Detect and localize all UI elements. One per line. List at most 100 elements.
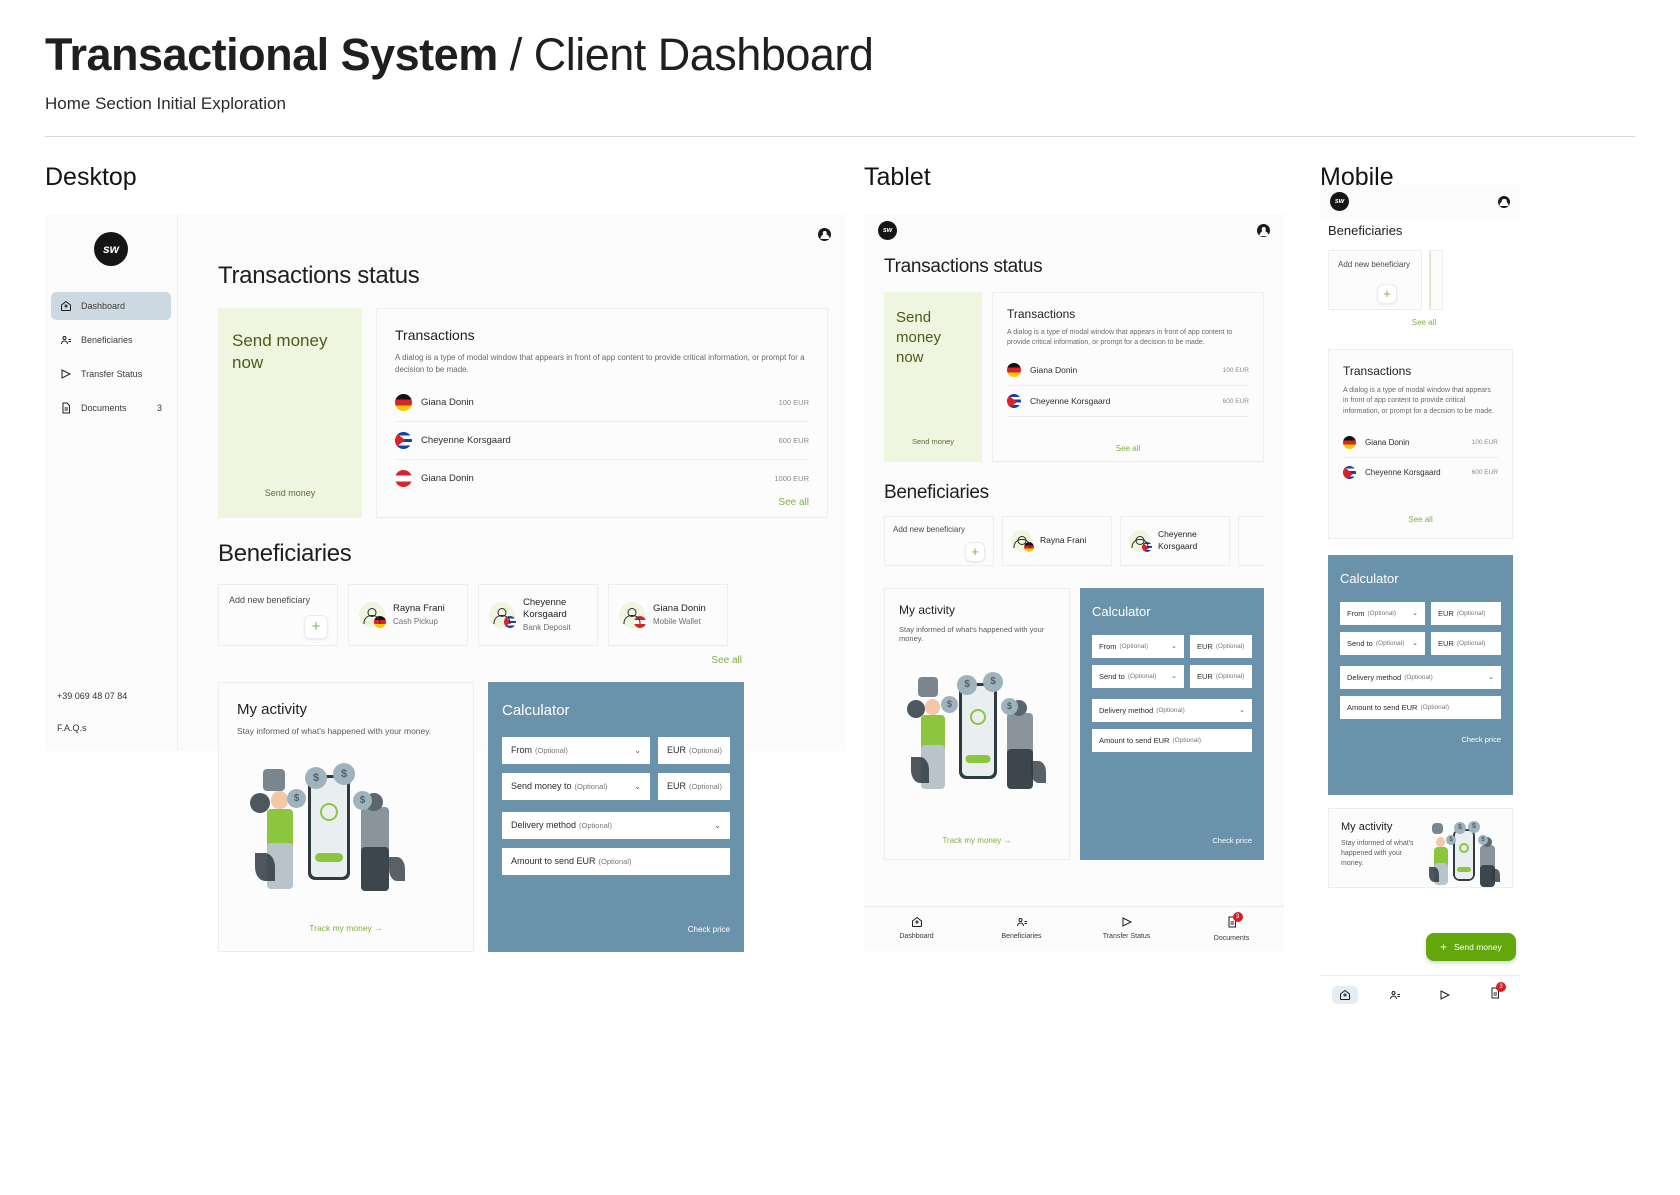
- send-to-currency-field[interactable]: EUR (Optional): [1431, 631, 1501, 655]
- sidebar-faqs[interactable]: F.A.Q.s: [57, 722, 87, 733]
- transaction-row[interactable]: Cheyenne Korsgaard 600 EUR: [395, 422, 809, 461]
- send-money-promo-card[interactable]: Send money now Send money: [884, 291, 982, 462]
- amount-to-send-input[interactable]: Amount to send EUR (Optional): [1092, 728, 1252, 752]
- add-beneficiary-card[interactable]: Add new beneficiary +: [1328, 249, 1422, 310]
- add-beneficiary-card[interactable]: Add new beneficiary +: [884, 515, 994, 566]
- transactions-see-all-link[interactable]: See all: [1408, 514, 1433, 524]
- send-icon: [61, 368, 72, 379]
- track-my-money-link[interactable]: Track my money →: [885, 836, 1069, 845]
- amount-to-send-input[interactable]: Amount to send EUR (Optional): [502, 847, 730, 875]
- send-to-currency-field[interactable]: EUR (Optional): [1190, 664, 1252, 688]
- chevron-down-icon: ⌄: [1488, 674, 1494, 681]
- send-to-label: Send to: [1099, 671, 1125, 681]
- home-icon: [1340, 989, 1350, 1000]
- beneficiaries-see-all-link[interactable]: See all: [711, 654, 742, 666]
- send-money-fab[interactable]: + Send money: [1426, 932, 1516, 961]
- from-select[interactable]: From (Optional) ⌄: [1340, 601, 1425, 625]
- account-icon[interactable]: [1498, 195, 1510, 208]
- document-icon: [62, 402, 70, 413]
- optional-hint: (Optional): [1172, 736, 1201, 744]
- mobile-topbar: sw: [1320, 184, 1520, 219]
- promo-cta[interactable]: Send money: [911, 436, 955, 446]
- sidebar-item-documents[interactable]: Documents 3: [51, 394, 171, 422]
- add-beneficiary-button[interactable]: +: [1377, 283, 1397, 304]
- send-to-currency-field[interactable]: EUR (Optional): [658, 772, 730, 800]
- delivery-method-select[interactable]: Delivery method (Optional) ⌄: [1340, 665, 1501, 689]
- transaction-row[interactable]: Cheyenne Korsgaard 600 EUR: [1007, 386, 1249, 418]
- sidebar-logo[interactable]: sw: [45, 214, 177, 266]
- check-price-button[interactable]: Check price: [687, 924, 730, 934]
- avatar: [619, 601, 646, 628]
- transaction-row[interactable]: Giana Donin 100 EUR: [395, 384, 809, 423]
- beneficiary-card[interactable]: Cheyenne Korsgaard: [1120, 515, 1230, 566]
- promo-cta[interactable]: Send money: [264, 487, 316, 498]
- nav-item-dashboard[interactable]: Dashboard: [864, 907, 969, 951]
- send-money-to-select[interactable]: Send to (Optional) ⌄: [1092, 664, 1184, 688]
- delivery-method-select[interactable]: Delivery method (Optional) ⌄: [502, 811, 730, 839]
- nav-item-documents[interactable]: 3: [1470, 976, 1520, 1014]
- beneficiary-card[interactable]: Rayna Frani Cash Pickup: [348, 583, 468, 646]
- check-price-button[interactable]: Check price: [1212, 835, 1252, 845]
- brand-logo[interactable]: sw: [1330, 192, 1349, 211]
- send-money-promo-card[interactable]: Send money now Send money: [218, 307, 362, 518]
- nav-item-label: Beneficiaries: [1001, 932, 1042, 940]
- add-beneficiary-button[interactable]: +: [304, 614, 328, 639]
- optional-hint: (Optional): [1375, 639, 1405, 647]
- chevron-down-icon: ⌄: [634, 781, 641, 791]
- account-icon[interactable]: [818, 227, 831, 241]
- delivery-method-select[interactable]: Delivery method (Optional) ⌄: [1092, 698, 1252, 722]
- transaction-row[interactable]: Giana Donin 1000 EUR: [395, 460, 809, 497]
- beneficiary-card[interactable]: Rayna Frani: [1002, 515, 1112, 566]
- arrow-right-icon: →: [374, 922, 383, 933]
- nav-item-transfer-status[interactable]: [1420, 976, 1470, 1014]
- from-currency-field[interactable]: EUR (Optional): [1431, 601, 1501, 625]
- beneficiary-card[interactable]: Cheyenne Korsgaard Bank Deposit: [478, 583, 598, 646]
- nav-item-beneficiaries[interactable]: [1370, 976, 1420, 1014]
- tablet-bottom-nav: Dashboard Beneficiaries Transfer Status …: [864, 905, 1284, 951]
- sidebar-item-transfer-status[interactable]: Transfer Status: [51, 360, 171, 388]
- activity-description: Stay informed of what's happened with yo…: [237, 725, 432, 736]
- from-currency-field[interactable]: EUR (Optional): [1190, 634, 1252, 658]
- beneficiaries-see-all-link[interactable]: See all: [1411, 317, 1437, 327]
- transaction-row[interactable]: Giana Donin 100 EUR: [1343, 428, 1498, 459]
- nav-item-transfer-status[interactable]: Transfer Status: [1074, 907, 1179, 951]
- sidebar-item-beneficiaries[interactable]: Beneficiaries: [51, 326, 171, 354]
- transactions-status-row: Send money now Send money Transactions A…: [218, 307, 828, 518]
- add-beneficiary-card[interactable]: Add new beneficiary +: [218, 583, 338, 646]
- amount-label: Amount to send EUR: [1099, 735, 1170, 745]
- promo-title: Send money now: [896, 308, 942, 367]
- transaction-row[interactable]: Cheyenne Korsgaard 600 EUR: [1343, 458, 1498, 487]
- from-select[interactable]: From (Optional) ⌄: [502, 736, 650, 764]
- sidebar-item-dashboard[interactable]: Dashboard: [51, 291, 171, 320]
- transactions-see-all-link[interactable]: See all: [778, 497, 809, 509]
- activity-illustration: $ $ $ $: [907, 671, 1049, 791]
- tablet-column: Tablet sw Transactions status Send money…: [864, 163, 1284, 951]
- beneficiary-card-partial[interactable]: [1238, 515, 1264, 566]
- nav-item-beneficiaries[interactable]: Beneficiaries: [969, 907, 1074, 951]
- from-currency-field[interactable]: EUR (Optional): [658, 736, 730, 764]
- beneficiary-card-partial[interactable]: [1429, 249, 1443, 310]
- document-icon-wrap: 3: [1489, 981, 1506, 1004]
- flag-de-icon: [374, 615, 386, 628]
- brand-logo[interactable]: sw: [878, 221, 897, 240]
- account-icon[interactable]: [1257, 224, 1270, 237]
- nav-item-dashboard[interactable]: [1320, 976, 1370, 1014]
- add-beneficiary-button[interactable]: +: [965, 541, 985, 562]
- sidebar-phone[interactable]: +39 069 48 07 84: [57, 690, 128, 701]
- from-select[interactable]: From (Optional) ⌄: [1092, 634, 1184, 658]
- optional-hint: (Optional): [1127, 672, 1157, 680]
- nav-item-documents[interactable]: 3 Documents: [1179, 907, 1284, 951]
- check-price-button[interactable]: Check price: [1461, 734, 1501, 744]
- send-money-to-select[interactable]: Send to (Optional) ⌄: [1340, 631, 1425, 655]
- send-money-to-select[interactable]: Send money to (Optional) ⌄: [502, 772, 650, 800]
- home-icon: [61, 300, 71, 311]
- beneficiary-name: Cheyenne Korsgaard: [523, 596, 567, 620]
- track-my-money-link[interactable]: Track my money →: [219, 923, 473, 933]
- send-to-label: Send money to: [511, 781, 572, 791]
- beneficiary-card[interactable]: Giana Donin Mobile Wallet: [608, 583, 728, 646]
- arrow-right-icon: →: [1003, 835, 1012, 845]
- transaction-row[interactable]: Giana Donin 100 EUR: [1007, 355, 1249, 387]
- amount-to-send-input[interactable]: Amount to send EUR (Optional): [1340, 695, 1501, 719]
- transactions-see-all-link[interactable]: See all: [1115, 443, 1141, 453]
- currency-label: EUR: [667, 745, 687, 755]
